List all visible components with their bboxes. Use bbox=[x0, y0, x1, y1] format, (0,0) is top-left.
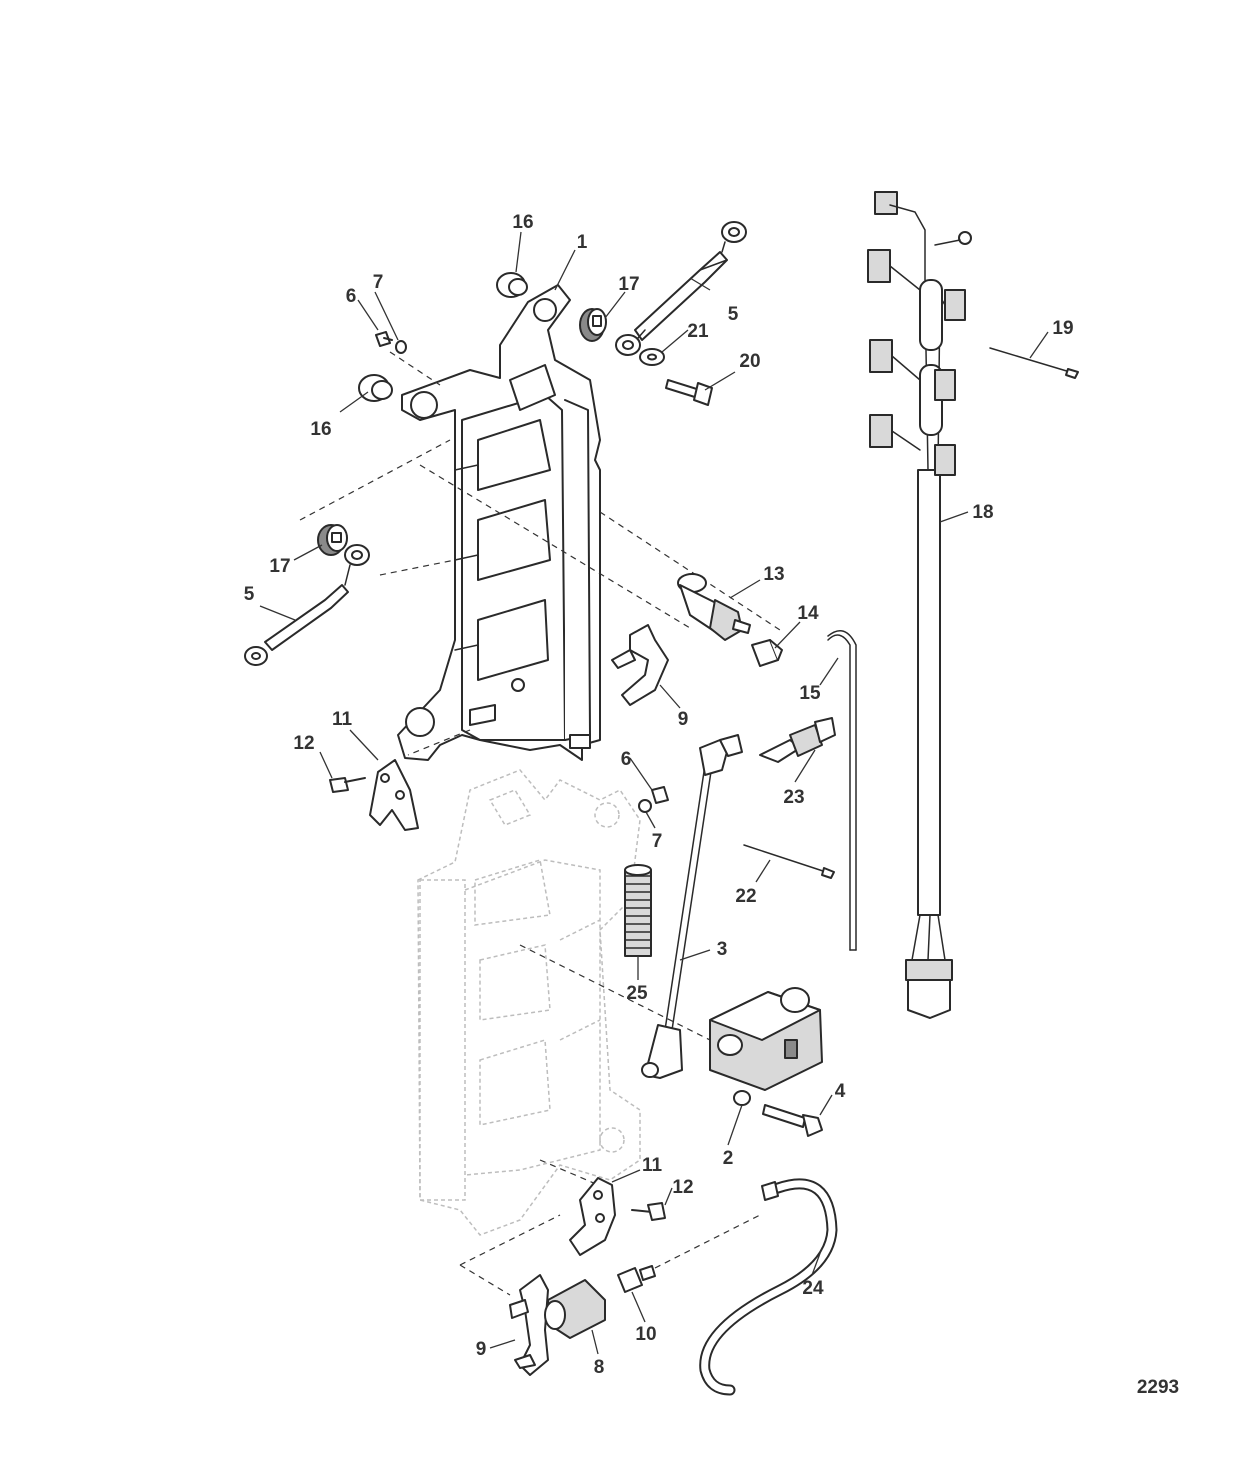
washer-7-top bbox=[395, 340, 407, 354]
bushing-16-top bbox=[496, 272, 528, 298]
callout-11-top: 11 bbox=[332, 709, 353, 730]
clamp-9-bottom bbox=[509, 1274, 549, 1376]
callout-11-bottom: 11 bbox=[642, 1155, 663, 1176]
washer-21 bbox=[639, 348, 665, 366]
callout-22: 22 bbox=[735, 886, 756, 907]
leader-lines bbox=[259, 231, 1049, 1355]
callout-12-bottom: 12 bbox=[672, 1177, 693, 1198]
fitting-10 bbox=[617, 1265, 656, 1293]
screw-6-top bbox=[375, 331, 393, 347]
ground-strap-5-left bbox=[244, 544, 370, 666]
callout-19: 19 bbox=[1052, 318, 1073, 339]
callout-7-top: 7 bbox=[373, 272, 384, 293]
callout-14: 14 bbox=[797, 603, 819, 624]
callout-labels: 16 1 17 5 21 20 7 6 16 17 5 11 12 13 14 … bbox=[244, 212, 1179, 1398]
callout-24: 24 bbox=[802, 1278, 824, 1299]
callout-10: 10 bbox=[635, 1324, 656, 1345]
screw-12-top bbox=[329, 777, 366, 793]
washer-7-mid bbox=[638, 799, 652, 813]
hose-24 bbox=[699, 1178, 838, 1396]
cable-tie-22 bbox=[743, 844, 835, 879]
bracket-11-top bbox=[369, 759, 419, 831]
callout-9-bottom: 9 bbox=[476, 1339, 487, 1360]
callout-6-mid: 6 bbox=[621, 749, 632, 770]
callout-1: 1 bbox=[577, 232, 588, 253]
callout-16-top: 16 bbox=[512, 212, 533, 233]
spring-25 bbox=[624, 864, 652, 957]
callout-16-left: 16 bbox=[310, 419, 331, 440]
callout-7-mid: 7 bbox=[652, 831, 663, 852]
bolt-20 bbox=[665, 379, 713, 406]
callout-23: 23 bbox=[783, 787, 804, 808]
grommet-17-top bbox=[579, 308, 607, 342]
callout-6-top: 6 bbox=[346, 286, 357, 307]
callout-20: 20 bbox=[739, 351, 760, 372]
callout-13: 13 bbox=[763, 564, 784, 585]
bolt-4 bbox=[762, 1104, 823, 1137]
sensor-13 bbox=[677, 573, 751, 641]
main-bracket bbox=[397, 284, 601, 761]
callout-2: 2 bbox=[723, 1148, 734, 1169]
callout-8: 8 bbox=[594, 1357, 605, 1378]
callout-12-top: 12 bbox=[293, 733, 314, 754]
sensor-23 bbox=[759, 717, 836, 763]
sensor-8 bbox=[544, 1279, 606, 1339]
clamp-9-top bbox=[611, 624, 669, 706]
cable-tie-19 bbox=[989, 347, 1079, 379]
tube-15 bbox=[827, 629, 857, 951]
callout-18: 18 bbox=[972, 502, 993, 523]
screw-12-bottom bbox=[631, 1202, 666, 1221]
coil-2 bbox=[709, 987, 823, 1106]
callout-25: 25 bbox=[626, 983, 648, 1004]
screw-6-mid bbox=[651, 786, 669, 804]
callout-5-left: 5 bbox=[244, 584, 255, 605]
fitting-14 bbox=[751, 639, 783, 667]
callout-15: 15 bbox=[799, 683, 821, 704]
callout-4: 4 bbox=[835, 1081, 846, 1102]
callout-9-top: 9 bbox=[678, 709, 689, 730]
bushing-16-left bbox=[358, 374, 393, 402]
callout-5-top: 5 bbox=[728, 304, 739, 325]
ghost-lower-bracket bbox=[417, 769, 641, 1236]
callout-17-left: 17 bbox=[269, 556, 290, 577]
lead-3 bbox=[641, 734, 743, 1079]
grommet-17-left bbox=[317, 524, 348, 556]
ground-strap-5-top bbox=[615, 221, 747, 356]
callout-17-top: 17 bbox=[618, 274, 639, 295]
bracket-11-bottom bbox=[569, 1177, 616, 1256]
callout-3: 3 bbox=[717, 939, 728, 960]
harness-18 bbox=[867, 191, 972, 1019]
diagram-number: 2293 bbox=[1137, 1377, 1179, 1398]
assembly-lines bbox=[299, 351, 781, 1296]
callout-21: 21 bbox=[687, 321, 709, 342]
